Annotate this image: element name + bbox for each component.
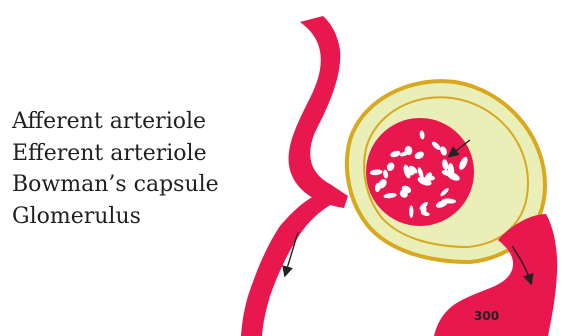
efferent-arteriole xyxy=(241,192,344,336)
tubule-number: 300 xyxy=(474,309,499,323)
afferent-arteriole xyxy=(289,16,348,208)
glomerulus xyxy=(366,118,474,226)
capillary-lumen xyxy=(409,205,413,218)
